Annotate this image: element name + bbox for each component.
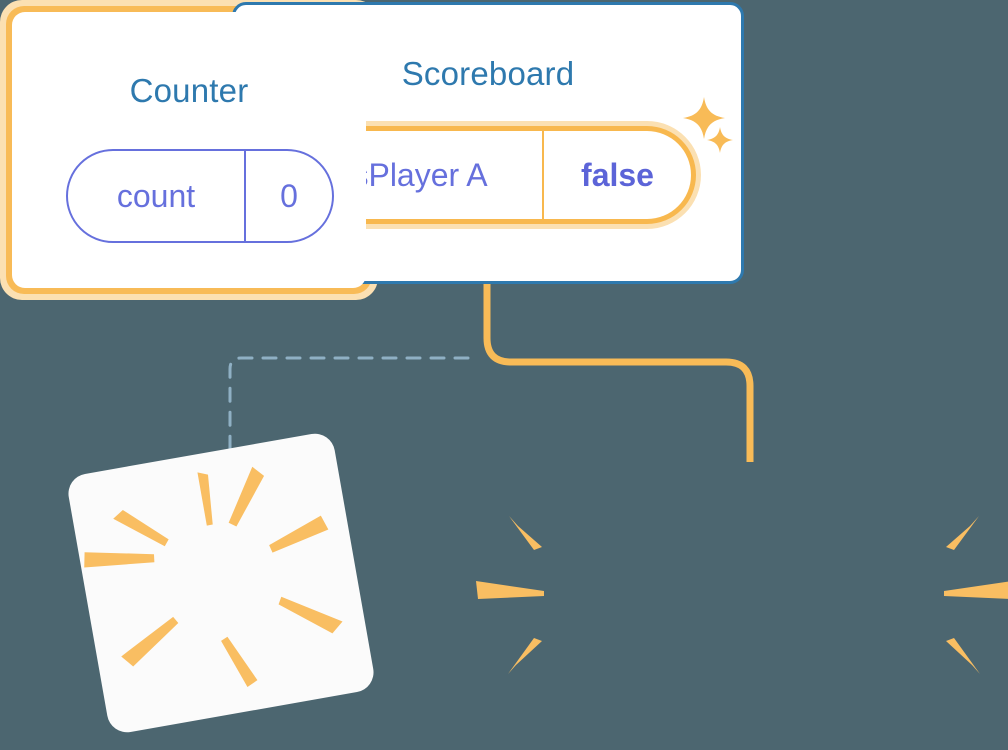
sparkle-icon-large: [683, 97, 725, 139]
scoreboard-title: Scoreboard: [401, 55, 575, 92]
counter-rays-left-icon: [476, 516, 544, 674]
scoreboard-state-value: false: [581, 156, 654, 193]
counter-state-pill[interactable]: count 0: [66, 149, 334, 243]
burst-rays-icon: [84, 466, 343, 687]
counter-card-ring: Counter count 0: [6, 6, 372, 294]
counter-rays-right-icon: [944, 516, 1008, 674]
connector-scoreboard-to-counter: [483, 284, 754, 462]
sparkle-icon-small: [707, 127, 733, 153]
scoreboard-pill-divider: [542, 131, 544, 219]
counter-pill-divider: [244, 151, 246, 241]
counter-state-key: count: [116, 177, 196, 214]
counter-card-face: Counter count 0: [12, 12, 366, 288]
counter-state-value: 0: [280, 177, 298, 214]
scoreboard-state-key: isPlayer A: [345, 156, 488, 193]
counter-title: Counter: [129, 72, 249, 109]
counter-card[interactable]: Counter count 0: [0, 0, 378, 300]
burst-card[interactable]: [65, 430, 377, 736]
